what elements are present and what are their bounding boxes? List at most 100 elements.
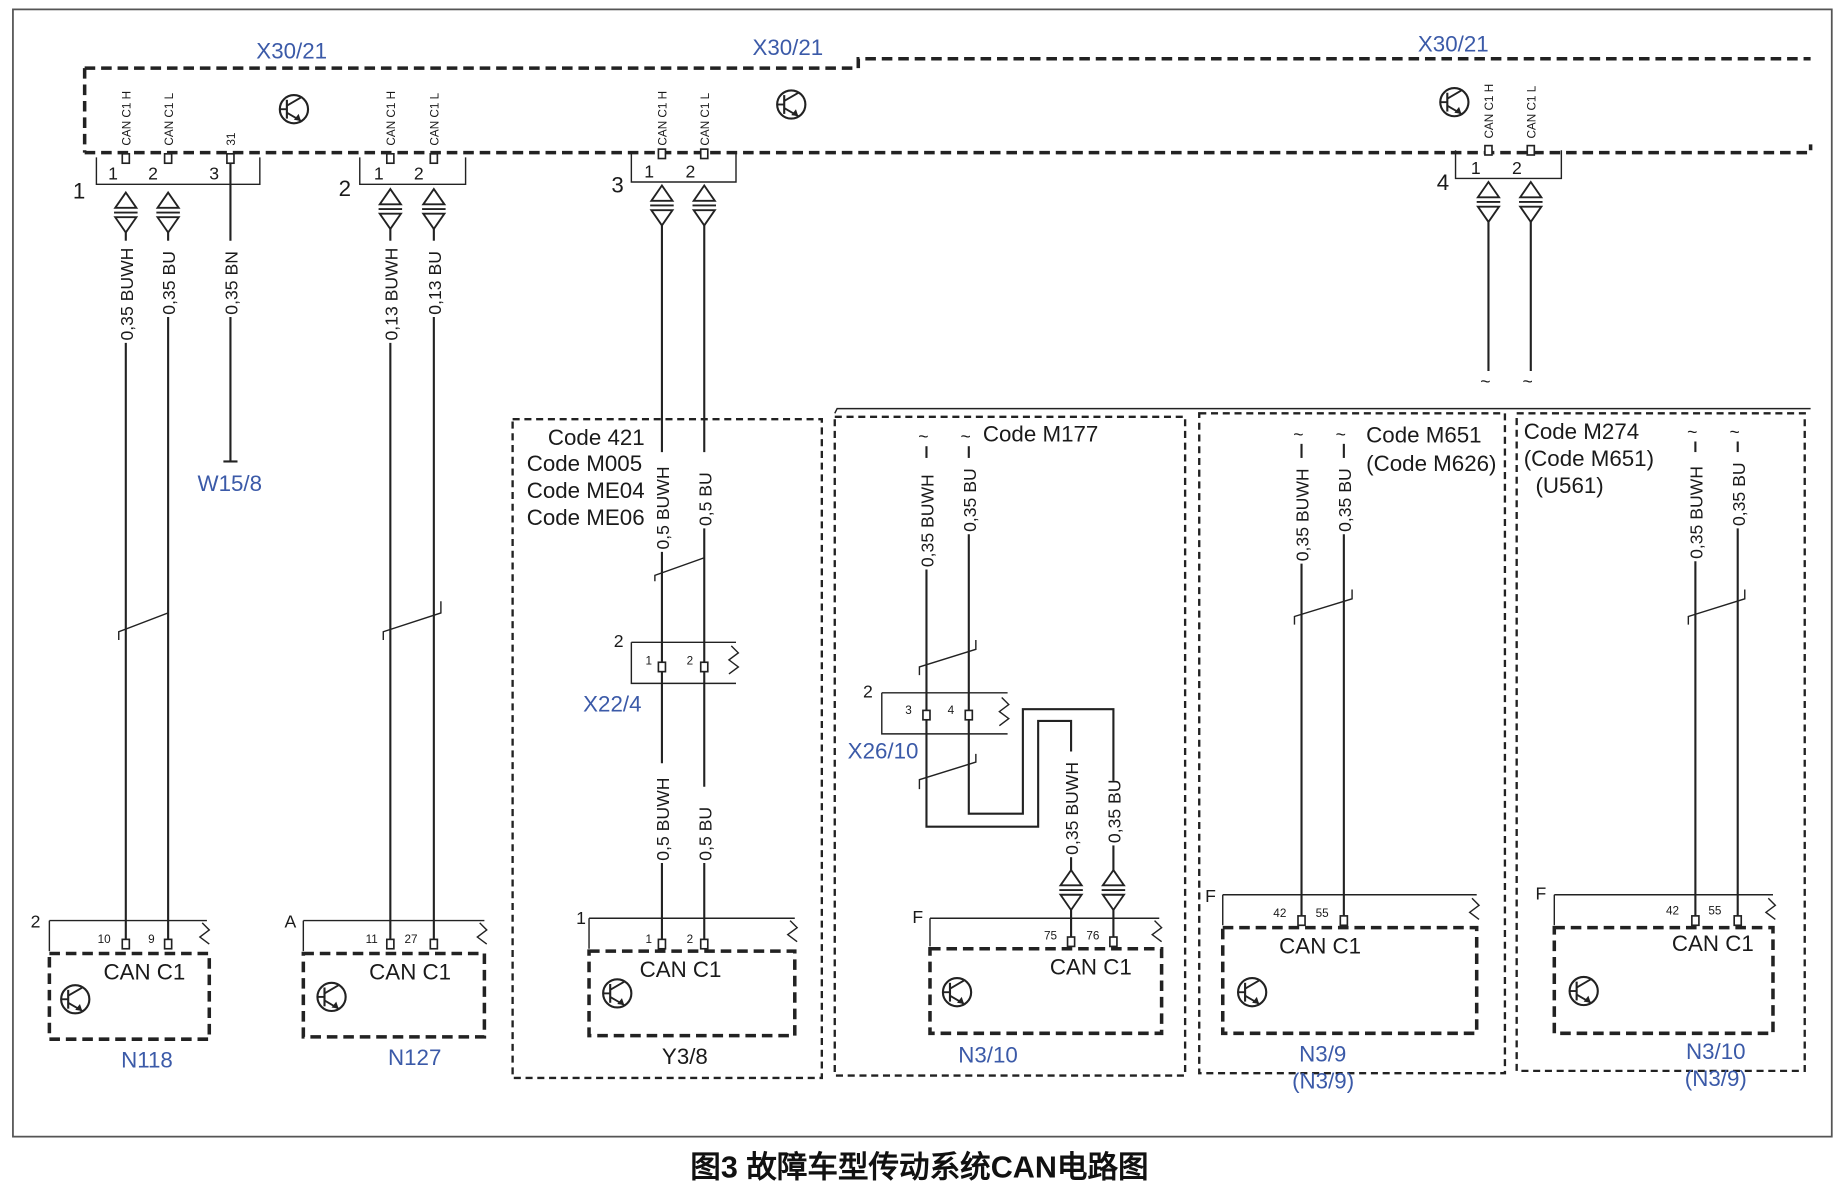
module-n3-9-m651: F 42 55 CAN C1 N3/9 (N3/9) xyxy=(1205,886,1481,1093)
wire-label: 0,5 BUWH xyxy=(653,778,673,861)
pin-number: 1 xyxy=(374,164,384,184)
wire-label: 0,35 BUWH xyxy=(1062,762,1082,855)
module-number: 1 xyxy=(576,908,586,928)
pin-number: 2 xyxy=(685,161,695,181)
control-unit-icon xyxy=(776,89,807,120)
bus-label: CAN C1 xyxy=(103,959,185,984)
connector-label-left: X30/21 xyxy=(256,39,327,64)
wire-label: 0,35 BU xyxy=(1729,462,1749,526)
module-name: N127 xyxy=(388,1045,441,1070)
pin-number: 2 xyxy=(687,655,694,668)
pin-label-ground: 31 xyxy=(225,133,238,146)
module-number: A xyxy=(285,912,297,932)
group-number: 2 xyxy=(339,176,351,201)
control-unit-icon xyxy=(1568,975,1599,1007)
wire-label: 0,35 BU xyxy=(159,251,179,315)
control-unit-icon xyxy=(60,984,91,1015)
pin-label-can-h: CAN C1 H xyxy=(1483,84,1496,139)
control-unit-icon xyxy=(278,94,310,125)
pin-number: 2 xyxy=(1512,158,1522,178)
bidirectional-icon xyxy=(1518,181,1544,223)
pin-label-can-h: CAN C1 H xyxy=(120,91,133,146)
break-mark: ~ xyxy=(1729,422,1739,442)
wire-label: 0,13 BUWH xyxy=(381,248,401,341)
bus-label: CAN C1 xyxy=(1050,955,1132,980)
break-mark: ~ xyxy=(918,427,928,447)
bidirectional-icon xyxy=(1475,181,1502,223)
diagram-frame xyxy=(12,8,1833,1138)
wire-label: 0,35 BN xyxy=(221,251,241,315)
pin-number: 10 xyxy=(98,933,112,946)
group-number: 3 xyxy=(611,173,623,198)
wire-label: 0,35 BU xyxy=(1104,779,1124,843)
connector-number: 2 xyxy=(614,631,624,651)
module-n127: A 11 27 CAN C1 N127 xyxy=(285,912,488,1070)
module-y3-8: 1 1 2 CAN C1 Y3/8 xyxy=(576,908,799,1069)
code-label: (Code M626) xyxy=(1366,451,1496,476)
pin-number: 2 xyxy=(687,933,694,946)
code-label: (U561) xyxy=(1535,473,1603,498)
module-name: N3/10 xyxy=(1686,1039,1746,1064)
wire-label: 0,35 BUWH xyxy=(1686,466,1706,559)
wires: ~ ~ ~ ~ ~ ~ ~ ~ xyxy=(118,163,1811,940)
pin-number: 1 xyxy=(108,164,118,184)
code-label: (Code M651) xyxy=(1524,446,1654,471)
module-n3-10-m177: F 75 76 CAN C1 N3/10 xyxy=(912,907,1164,1068)
pin-number: 55 xyxy=(1708,905,1722,918)
group-brackets: 1 2 3 4 1 2 3 1 2 1 2 1 2 xyxy=(73,150,1563,203)
module-name: N118 xyxy=(121,1047,173,1072)
code-label: Code M651 xyxy=(1366,423,1481,448)
pin-number: 4 xyxy=(948,704,955,717)
code-label: Code ME04 xyxy=(527,478,645,503)
pin-labels: CAN C1 H CAN C1 L 31 CAN C1 H CAN C1 L C… xyxy=(120,84,1538,146)
control-unit-icon xyxy=(941,977,973,1008)
pin-number: 42 xyxy=(1273,907,1286,920)
wire-label: 0,5 BUWH xyxy=(653,466,673,549)
bidirectional-icon xyxy=(1100,869,1127,911)
pin-number: 27 xyxy=(404,933,417,946)
connector-label: X22/4 xyxy=(583,692,641,717)
connector-label-right: X30/21 xyxy=(1418,32,1489,57)
bidirectional-icon xyxy=(649,184,675,227)
pin-number: 75 xyxy=(1044,929,1058,942)
pin-number: 3 xyxy=(209,164,219,184)
module-name: Y3/8 xyxy=(662,1044,708,1069)
wire-label: 0,35 BUWH xyxy=(918,474,938,567)
break-mark: ~ xyxy=(1523,372,1533,392)
bus-label: CAN C1 xyxy=(369,959,451,984)
group-number: 1 xyxy=(73,178,85,203)
module-name: N3/9 xyxy=(1299,1042,1346,1067)
module-n118: 2 10 9 CAN C1 N118 xyxy=(31,912,212,1072)
break-mark: ~ xyxy=(961,427,971,447)
bidirectional-icon xyxy=(691,184,717,227)
break-mark: ~ xyxy=(1336,424,1346,444)
wire-labels: 0,35 BUWH 0,35 BU 0,35 BN 0,13 BUWH 0,13… xyxy=(117,248,1749,861)
module-name-alt: (N3/9) xyxy=(1685,1066,1747,1091)
code-label: Code ME06 xyxy=(527,505,645,530)
pin-number: 2 xyxy=(414,164,424,184)
pin-number: 42 xyxy=(1666,905,1679,918)
wire-label: 0,35 BUWH xyxy=(1293,468,1313,561)
pin-label-can-l: CAN C1 L xyxy=(699,92,712,145)
figure-caption: 图3 故障车型传动系统CAN电路图 xyxy=(690,1150,1148,1185)
pin-number: 1 xyxy=(1471,158,1481,178)
bus-label: CAN C1 xyxy=(1672,931,1754,956)
code-label: Code 421 xyxy=(548,425,645,450)
pin-number: 1 xyxy=(645,933,652,946)
pin-number: 1 xyxy=(645,655,652,668)
top-connector: X30/21 X30/21 X30/21 xyxy=(82,32,1813,155)
code-label: Code M177 xyxy=(983,422,1098,447)
wire-label: 0,35 BU xyxy=(960,468,980,532)
control-unit-icon xyxy=(1236,977,1268,1008)
group-number: 4 xyxy=(1437,170,1449,195)
connector-label-mid: X30/21 xyxy=(752,35,823,60)
bidirectional-icon xyxy=(1058,869,1084,911)
control-unit-icon xyxy=(602,978,633,1009)
connector-number: 2 xyxy=(863,681,873,701)
wire-label: 0,5 BU xyxy=(695,807,715,861)
ground-label: W15/8 xyxy=(198,471,263,496)
bidirectional-icon xyxy=(113,191,139,234)
wire-label: 0,35 BU xyxy=(1335,468,1355,532)
break-mark: ~ xyxy=(1480,372,1490,392)
